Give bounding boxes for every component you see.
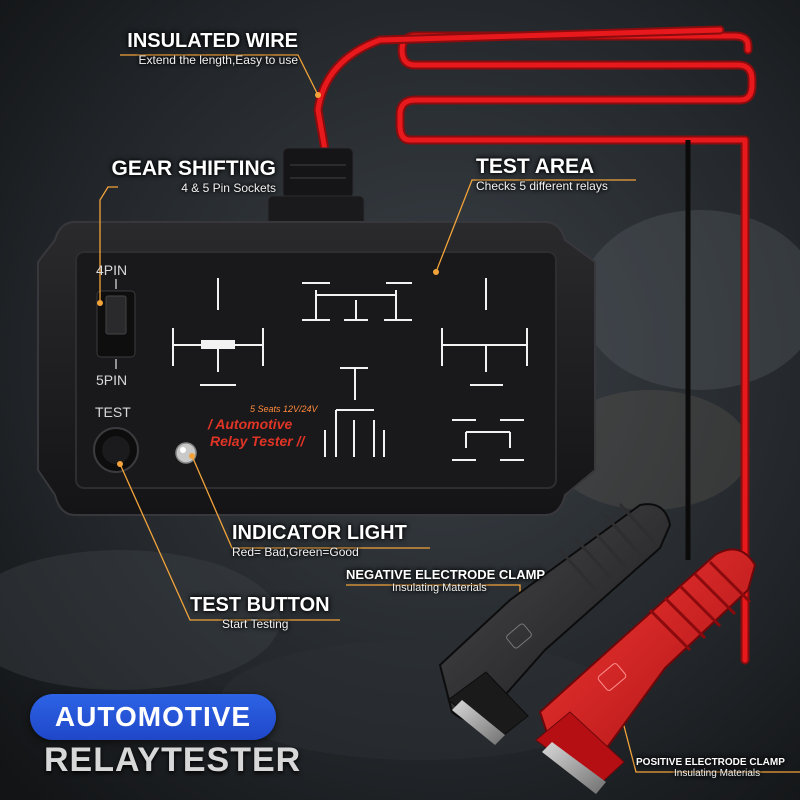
- background-blur-shape: [0, 550, 280, 690]
- indicator-light-glare: [180, 447, 186, 453]
- callout-title: GEAR SHIFTING: [111, 157, 276, 180]
- callout-test-area: TEST AREA Checks 5 different relays: [476, 155, 636, 193]
- callout-title: NEGATIVE ELECTRODE CLAMP: [346, 567, 546, 582]
- cable-connector: [282, 147, 354, 199]
- gear-switch-knob[interactable]: [105, 295, 127, 335]
- callout-subtitle: Extend the length,Easy to use: [138, 53, 298, 67]
- switch-label-5pin: 5PIN: [96, 372, 128, 388]
- callout-title: TEST BUTTON: [190, 594, 330, 616]
- relay-sockets: [172, 278, 528, 461]
- callout-gear-shifting: GEAR SHIFTING 4 & 5 Pin Sockets: [110, 157, 276, 195]
- brand-line-2: Relay Tester //: [210, 433, 305, 449]
- callout-negative-clamp: NEGATIVE ELECTRODE CLAMP Insulating Mate…: [346, 567, 546, 594]
- callout-title: TEST AREA: [476, 155, 595, 178]
- callout-title: INDICATOR LIGHT: [232, 522, 407, 544]
- callout-insulated-wire: INSULATED WIRE Extend the length,Easy to…: [120, 30, 298, 67]
- negative-clamp: [438, 502, 672, 745]
- callout-subtitle: Insulating Materials: [674, 768, 761, 779]
- callout-subtitle: Checks 5 different relays: [476, 179, 608, 193]
- callout-positive-clamp: POSITIVE ELECTRODE CLAMP Insulating Mate…: [636, 757, 800, 779]
- callout-title: POSITIVE ELECTRODE CLAMP: [636, 757, 785, 768]
- callout-subtitle: 4 & 5 Pin Sockets: [181, 181, 276, 195]
- background-blur-shape: [550, 390, 750, 510]
- positive-clamp: [535, 548, 757, 794]
- callout-subtitle: Insulating Materials: [392, 582, 487, 594]
- tester-panel: [75, 251, 557, 489]
- callout-subtitle: Red= Bad,Green=Good: [232, 545, 359, 559]
- test-button-cap[interactable]: [102, 436, 130, 464]
- brand-line-1: / Automotive: [208, 416, 293, 432]
- category-pill: AUTOMOTIVE: [30, 694, 276, 740]
- callout-title: INSULATED WIRE: [127, 30, 298, 52]
- test-button-label: TEST: [95, 404, 131, 420]
- product-title: RELAYTESTER: [44, 741, 302, 779]
- callout-indicator-light: INDICATOR LIGHT Red= Bad,Green=Good: [232, 522, 432, 559]
- indicator-light: [175, 442, 197, 464]
- callout-subtitle: Start Testing: [222, 617, 289, 631]
- seats-voltage-label: 5 Seats 12V/24V: [250, 404, 318, 414]
- callout-test-button: TEST BUTTON Start Testing: [190, 594, 340, 631]
- switch-label-4pin: 4PIN: [96, 262, 128, 278]
- red-wire: [313, 25, 757, 665]
